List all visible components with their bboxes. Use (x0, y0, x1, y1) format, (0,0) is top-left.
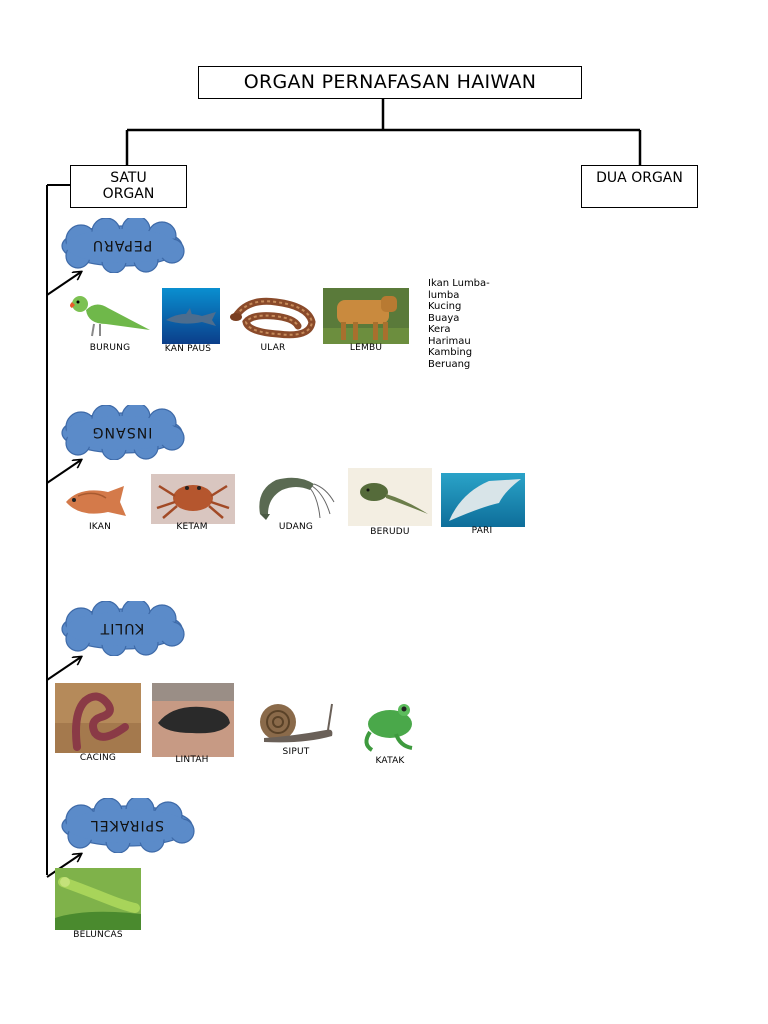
organ-label-insang: INSANG (91, 424, 153, 441)
snake-image (228, 292, 318, 342)
cloud-spirakel: SPIRAKEL (56, 798, 198, 853)
caption-beluncas: BELUNCAS (73, 930, 123, 940)
caterpillar-image (55, 868, 141, 930)
tadpole-image (348, 468, 432, 526)
caption-ular: ULAR (260, 343, 286, 353)
caption-burung: BURUNG (89, 343, 131, 353)
caption-udang: UDANG (278, 522, 314, 532)
arrow-insang (46, 460, 81, 484)
branch-satu-line2: ORGAN (102, 186, 155, 202)
cloud-insang: INSANG (56, 405, 188, 460)
branch-satu-line1: SATU (110, 170, 147, 186)
caption-ketam: KETAM (176, 522, 208, 532)
stingray-image (441, 473, 525, 527)
list-item: Ikan Lumba- (428, 278, 490, 289)
other-lung-animals-list: Ikan Lumba- lumba Kucing Buaya Kera Hari… (428, 278, 508, 370)
caption-cacing: CACING (79, 753, 117, 763)
caption-ikan: IKAN (88, 522, 112, 532)
caption-lembu: LEMBU (349, 343, 383, 353)
branch-dua-organ: DUA ORGAN (581, 165, 698, 208)
worm-image (55, 683, 141, 753)
organ-label-kulit: KULIT (99, 620, 145, 637)
caption-pari: PARI (471, 526, 493, 536)
list-item: lumba (428, 289, 460, 301)
list-item: Kucing (428, 301, 462, 312)
snail-image (254, 694, 338, 746)
leech-image (152, 683, 234, 757)
arrow-spirakel (46, 854, 81, 878)
cow-image (323, 288, 409, 344)
crab-image (151, 474, 235, 524)
diagram-title: ORGAN PERNAFASAN HAIWAN (198, 66, 582, 99)
caption-katak: KATAK (375, 756, 405, 766)
cloud-kulit: KULIT (56, 601, 188, 656)
list-item: Buaya (428, 312, 460, 324)
caption-lintah: LINTAH (175, 755, 209, 765)
organ-label-peparu: PEPARU (91, 237, 153, 254)
arrow-kulit (46, 657, 81, 681)
list-item: Kambing (428, 347, 473, 358)
organ-label-spirakel: SPIRAKEL (89, 817, 165, 834)
arrow-peparu (46, 272, 81, 296)
branch-satu-organ: SATU ORGAN (70, 165, 187, 208)
list-item: Beruang (428, 358, 471, 370)
whale-image (162, 288, 220, 344)
caption-kan-paus: KAN PAUS (164, 344, 212, 354)
list-item: Kera (428, 324, 451, 335)
list-item: Harimau (428, 335, 471, 347)
shrimp-image (252, 470, 336, 522)
bird-image (66, 290, 152, 340)
caption-siput: SIPUT (282, 747, 310, 757)
frog-image (356, 694, 424, 756)
fish-image (60, 482, 138, 522)
caption-berudu: BERUDU (370, 527, 410, 537)
cloud-peparu: PEPARU (56, 218, 188, 273)
